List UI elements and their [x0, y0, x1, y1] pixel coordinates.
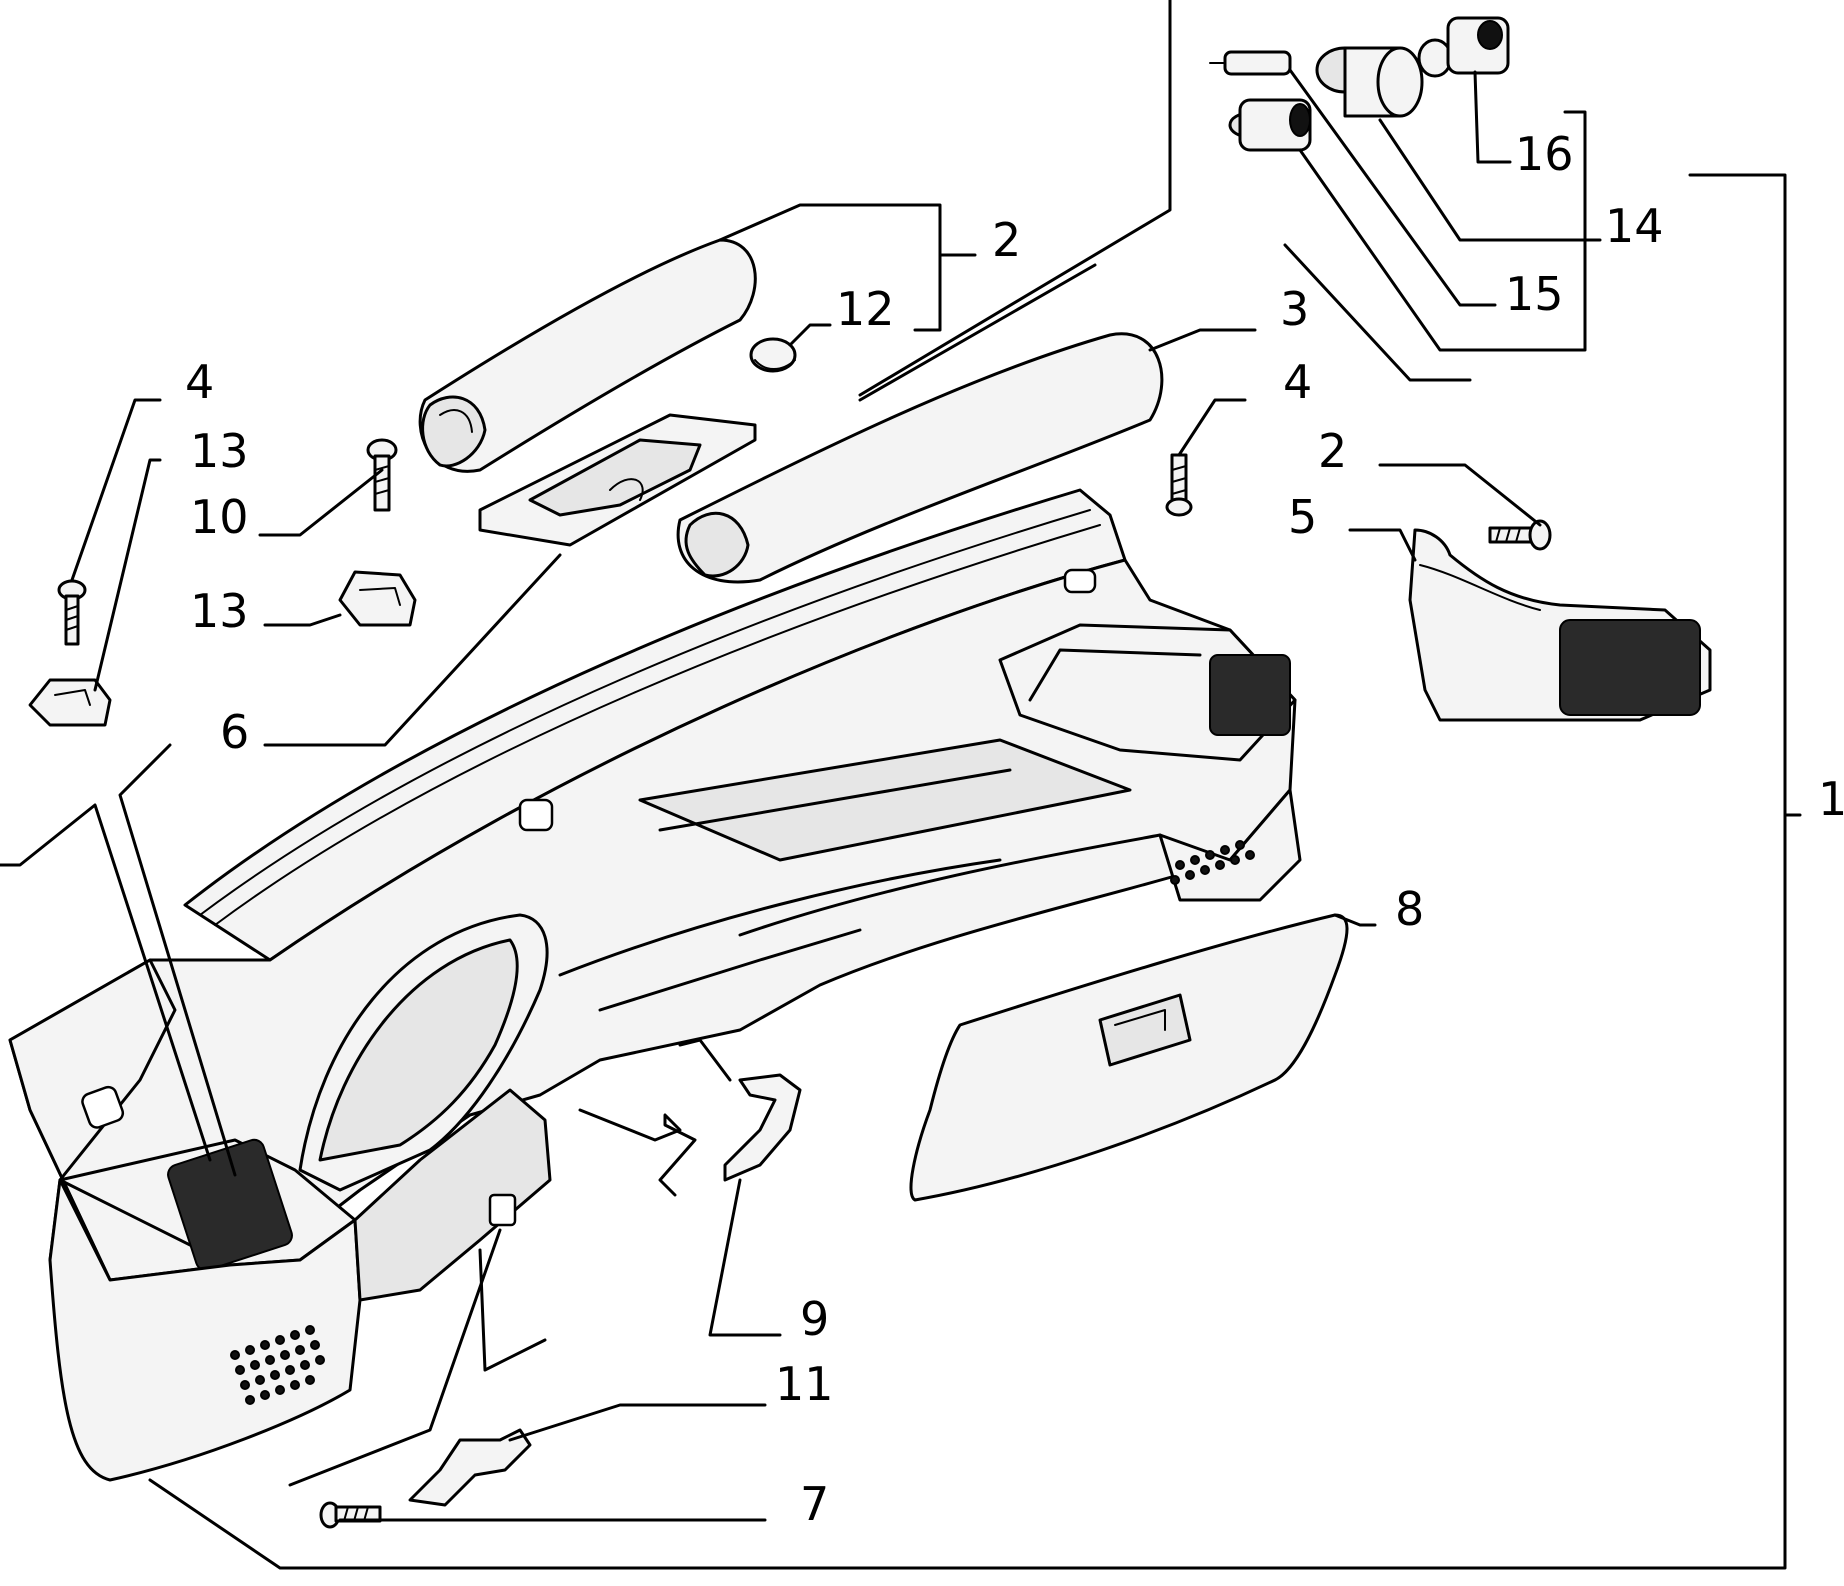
- callout-labels: 1 2 12 3 4 13 10 13 6 4 2 5 16 14 15 8 9…: [185, 127, 1844, 1531]
- callout-7: 7: [800, 1477, 829, 1531]
- rail-strip-right: [1283, 243, 1472, 382]
- screw-10: [366, 438, 398, 512]
- callout-4-left: 4: [185, 355, 214, 409]
- callout-4-right: 4: [1283, 355, 1312, 409]
- right-panel-perforations: [1170, 840, 1255, 885]
- callout-3: 3: [1280, 282, 1309, 336]
- callout-8: 8: [1395, 882, 1424, 936]
- callout-1: 1: [1818, 772, 1844, 826]
- callout-2-upper: 2: [992, 213, 1021, 267]
- tray-bracket: [478, 413, 757, 547]
- left-panel-perforations: [230, 1325, 325, 1405]
- callout-14: 14: [1605, 199, 1664, 253]
- callout-2-right: 2: [1318, 424, 1347, 478]
- callout-12: 12: [836, 282, 895, 336]
- plug-cap: [749, 337, 797, 373]
- callout-15: 15: [1505, 267, 1564, 321]
- side-vent-grille: [1559, 619, 1701, 716]
- callout-13-left: 13: [190, 424, 249, 478]
- callout-11: 11: [775, 1357, 834, 1411]
- side-vent-5: [1408, 528, 1712, 722]
- leader-lines: [0, 0, 1802, 1570]
- callout-9: 9: [800, 1292, 829, 1346]
- lower-trim-tube: [676, 332, 1164, 584]
- screw-4-right: [1165, 453, 1193, 517]
- callout-13-center: 13: [190, 584, 249, 638]
- callout-6: 6: [220, 705, 249, 759]
- rail-strip: [858, 263, 1097, 402]
- lighter-socket: [1228, 98, 1312, 152]
- right-vent-grille: [1209, 654, 1291, 736]
- lighter-housing-14: [1315, 46, 1424, 118]
- lighter-plug-16: [1417, 16, 1510, 78]
- bracket-11: [408, 1428, 532, 1507]
- glovebox-lid: [909, 913, 1349, 1202]
- lighter-bulb-15: [1209, 50, 1292, 76]
- upper-trim-tube: [418, 238, 757, 473]
- hinge-strip: [723, 1073, 802, 1182]
- callout-16: 16: [1515, 127, 1574, 181]
- screw-4-left: [57, 579, 87, 646]
- clip-13-center: [338, 570, 417, 627]
- callout-5: 5: [1288, 490, 1317, 544]
- screw-7: [319, 1501, 382, 1529]
- left-vent-grille: [167, 1138, 293, 1272]
- callout-10: 10: [190, 490, 249, 544]
- screw-2-right: [1488, 519, 1552, 551]
- dashboard-assembly: [8, 488, 1302, 1482]
- clip-13-left: [28, 678, 112, 727]
